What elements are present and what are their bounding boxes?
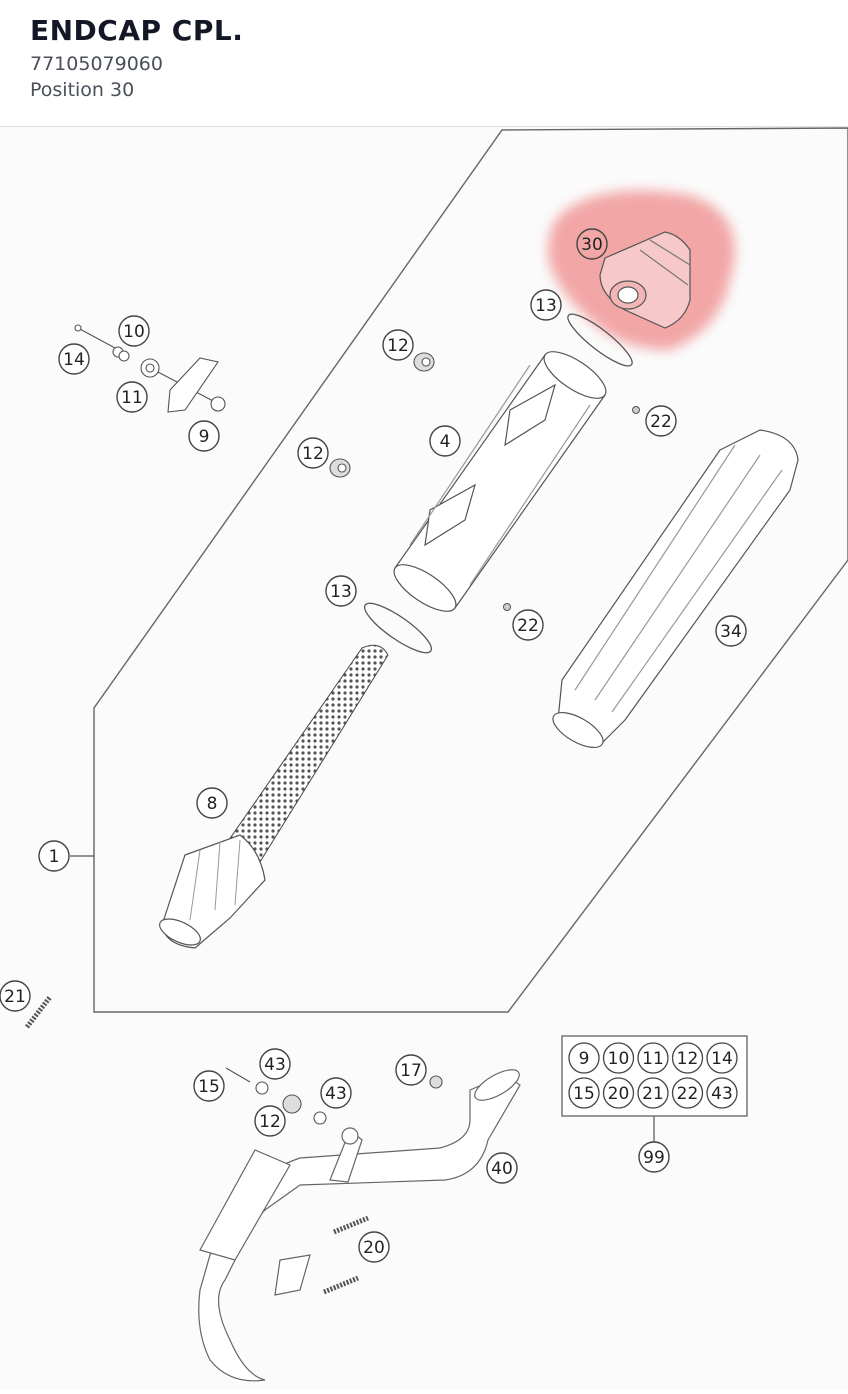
callout-label: 22 bbox=[650, 412, 672, 432]
assembly-outline bbox=[93, 127, 848, 1013]
callout-label: 11 bbox=[121, 388, 143, 408]
inner-tube-part bbox=[393, 351, 607, 612]
callout-label: 22 bbox=[517, 616, 539, 636]
callout-label: 12 bbox=[387, 336, 409, 356]
kit-item[interactable]: 21 bbox=[637, 1077, 669, 1109]
callout-label: 10 bbox=[123, 322, 145, 342]
kit-item-label: 12 bbox=[677, 1049, 699, 1069]
callout-c17[interactable]: 17 bbox=[395, 1054, 427, 1086]
o-ring-top bbox=[567, 313, 633, 367]
callout-c9[interactable]: 9 bbox=[188, 420, 220, 452]
callout-label: 99 bbox=[643, 1148, 665, 1168]
callout-label: 12 bbox=[259, 1112, 281, 1132]
kit-item[interactable]: 43 bbox=[706, 1077, 738, 1109]
part-title: ENDCAP CPL. bbox=[30, 14, 244, 47]
kit-item[interactable]: 12 bbox=[671, 1042, 704, 1074]
kit-item-label: 22 bbox=[677, 1084, 699, 1104]
kit-item-label: 15 bbox=[573, 1084, 595, 1104]
kit-item[interactable]: 11 bbox=[637, 1042, 669, 1074]
callout-c12b[interactable]: 12 bbox=[297, 437, 329, 469]
kit-item[interactable]: 14 bbox=[706, 1042, 738, 1074]
kit-item[interactable]: 20 bbox=[602, 1077, 635, 1109]
callout-c43a[interactable]: 43 bbox=[259, 1048, 291, 1080]
callout-label: 15 bbox=[198, 1077, 220, 1097]
callout-c13a[interactable]: 13 bbox=[530, 289, 562, 321]
o-ring-middle bbox=[363, 602, 433, 654]
part-header: ENDCAP CPL. 77105079060 Position 30 bbox=[0, 0, 848, 127]
kit-item-label: 10 bbox=[608, 1049, 630, 1069]
callout-c40[interactable]: 40 bbox=[486, 1152, 518, 1184]
callout-label: 30 bbox=[581, 235, 603, 255]
callout-c21[interactable]: 21 bbox=[0, 980, 31, 1012]
callout-label: 1 bbox=[49, 847, 60, 867]
callout-c14[interactable]: 14 bbox=[58, 343, 90, 375]
callout-label: 8 bbox=[207, 794, 218, 814]
callout-c34[interactable]: 34 bbox=[715, 615, 747, 647]
callout-label: 13 bbox=[535, 296, 557, 316]
callout-label: 13 bbox=[330, 582, 352, 602]
kit-item-label: 21 bbox=[642, 1084, 664, 1104]
endcap-part[interactable] bbox=[599, 231, 691, 329]
callout-c99[interactable]: 99 bbox=[638, 1141, 670, 1173]
callout-label: 17 bbox=[400, 1061, 422, 1081]
kit-item-label: 11 bbox=[642, 1049, 664, 1069]
pipe-hardware bbox=[225, 1067, 443, 1125]
callout-c15[interactable]: 15 bbox=[193, 1070, 225, 1102]
callout-label: 34 bbox=[720, 622, 742, 642]
callout-c12a[interactable]: 12 bbox=[382, 329, 414, 361]
callout-c10[interactable]: 10 bbox=[118, 315, 150, 347]
spring-a bbox=[333, 1215, 369, 1235]
callout-label: 40 bbox=[491, 1159, 513, 1179]
grommets bbox=[329, 352, 435, 478]
callout-c4[interactable]: 4 bbox=[429, 425, 461, 457]
callout-label: 4 bbox=[440, 432, 451, 452]
callout-label: 43 bbox=[264, 1055, 286, 1075]
callouts: 3013101411912124222213348121434315121740… bbox=[0, 228, 747, 1263]
callout-c43b[interactable]: 43 bbox=[320, 1077, 352, 1109]
callout-label: 14 bbox=[63, 350, 85, 370]
callout-c8[interactable]: 8 bbox=[196, 787, 228, 819]
kit-item-label: 9 bbox=[579, 1049, 590, 1069]
callout-c20[interactable]: 20 bbox=[358, 1231, 390, 1263]
spring-b bbox=[323, 1275, 359, 1295]
callout-label: 20 bbox=[363, 1238, 385, 1258]
callout-label: 43 bbox=[325, 1084, 347, 1104]
callout-c13b[interactable]: 13 bbox=[325, 575, 357, 607]
kit-item-label: 43 bbox=[711, 1084, 733, 1104]
callout-c22b[interactable]: 22 bbox=[512, 609, 544, 641]
kit-item-label: 14 bbox=[711, 1049, 733, 1069]
screws bbox=[503, 406, 640, 611]
part-number: 77105079060 bbox=[30, 53, 163, 75]
callout-label: 21 bbox=[4, 987, 26, 1007]
kit-item-label: 20 bbox=[608, 1084, 630, 1104]
callout-label: 12 bbox=[302, 444, 324, 464]
kit-item[interactable]: 22 bbox=[671, 1077, 704, 1109]
kit-item[interactable]: 10 bbox=[602, 1042, 635, 1074]
spring-left bbox=[25, 995, 52, 1029]
callout-c11[interactable]: 11 bbox=[116, 381, 148, 413]
callout-c12c[interactable]: 12 bbox=[254, 1105, 286, 1137]
header-pipe-part bbox=[198, 1069, 521, 1382]
bracket-hardware bbox=[74, 324, 226, 413]
kit-item[interactable]: 15 bbox=[568, 1077, 600, 1109]
callout-c1[interactable]: 1 bbox=[38, 840, 70, 872]
part-position: Position 30 bbox=[30, 79, 135, 101]
callout-c30[interactable]: 30 bbox=[576, 228, 608, 260]
callout-c22a[interactable]: 22 bbox=[645, 405, 677, 437]
diagram-svg: 3013101411912124222213348121434315121740… bbox=[0, 127, 848, 1382]
muffler-sleeve-part bbox=[552, 429, 799, 749]
kit-labels: 9 10 11 12 14 15 20 21 22 43 bbox=[568, 1042, 738, 1109]
kit-item[interactable]: 9 bbox=[568, 1042, 600, 1074]
perforated-tube-part bbox=[159, 644, 389, 949]
callout-label: 9 bbox=[199, 427, 210, 447]
